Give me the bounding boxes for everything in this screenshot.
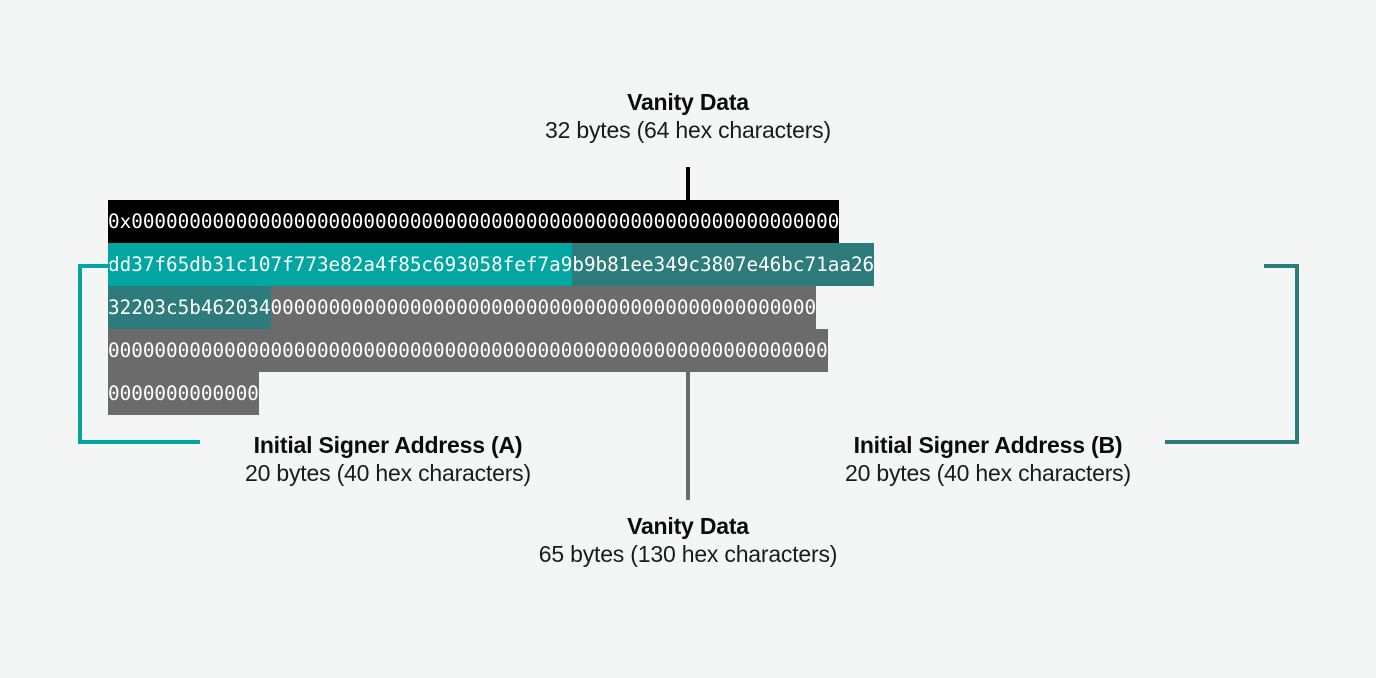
bracket-signer-b-bottom-arm bbox=[1165, 440, 1299, 444]
vanity-top-title: Vanity Data bbox=[627, 89, 749, 115]
hex-row: dd37f65db31c107f773e82a4f85c693058fef7a9… bbox=[108, 243, 1266, 286]
label-initial-signer-address-b: Initial Signer Address (B) 20 bytes (40 … bbox=[778, 431, 1198, 487]
connector-line-vanity-top bbox=[686, 167, 690, 201]
signer-b-title: Initial Signer Address (B) bbox=[853, 432, 1123, 458]
hex-segment-padding: 0000000000000000000000000000000000000000… bbox=[108, 329, 828, 372]
bracket-signer-a-bottom-arm bbox=[78, 440, 200, 444]
bracket-signer-b-vertical bbox=[1295, 264, 1299, 444]
hex-segment-signer_a: dd37f65db31c107f773e82a4f85c693058fef7a9 bbox=[108, 243, 573, 286]
bracket-signer-a-top-arm bbox=[78, 264, 110, 268]
vanity-bottom-title: Vanity Data bbox=[627, 513, 749, 539]
hex-segment-padding: 0000000000000000000000000000000000000000… bbox=[270, 286, 817, 329]
hex-segment-signer_b: b9b81ee349c3807e46bc71aa26 bbox=[572, 243, 875, 286]
hex-row: 0000000000000000000000000000000000000000… bbox=[108, 329, 1266, 372]
hex-row: 0000000000000 bbox=[108, 372, 1266, 415]
label-vanity-data-top: Vanity Data 32 bytes (64 hex characters) bbox=[0, 88, 1376, 144]
hex-segment-padding: 0000000000000 bbox=[108, 372, 259, 415]
label-vanity-data-bottom: Vanity Data 65 bytes (130 hex characters… bbox=[0, 512, 1376, 568]
connector-line-vanity-bottom bbox=[686, 368, 690, 500]
vanity-bottom-subtitle: 65 bytes (130 hex characters) bbox=[538, 541, 838, 567]
hex-segment-signer_b: 32203c5b462034 bbox=[108, 286, 271, 329]
bracket-signer-b-top-arm bbox=[1264, 264, 1299, 268]
signer-a-title: Initial Signer Address (A) bbox=[253, 432, 523, 458]
hex-row: 0x00000000000000000000000000000000000000… bbox=[108, 200, 1266, 243]
bracket-signer-a-vertical bbox=[78, 264, 82, 444]
hex-segment-prefix: 0x00000000000000000000000000000000000000… bbox=[108, 200, 840, 243]
label-initial-signer-address-a: Initial Signer Address (A) 20 bytes (40 … bbox=[178, 431, 598, 487]
signer-b-subtitle: 20 bytes (40 hex characters) bbox=[845, 460, 1131, 486]
vanity-top-subtitle: 32 bytes (64 hex characters) bbox=[545, 117, 831, 143]
hex-byte-block: 0x00000000000000000000000000000000000000… bbox=[108, 200, 1266, 415]
signer-a-subtitle: 20 bytes (40 hex characters) bbox=[245, 460, 531, 486]
